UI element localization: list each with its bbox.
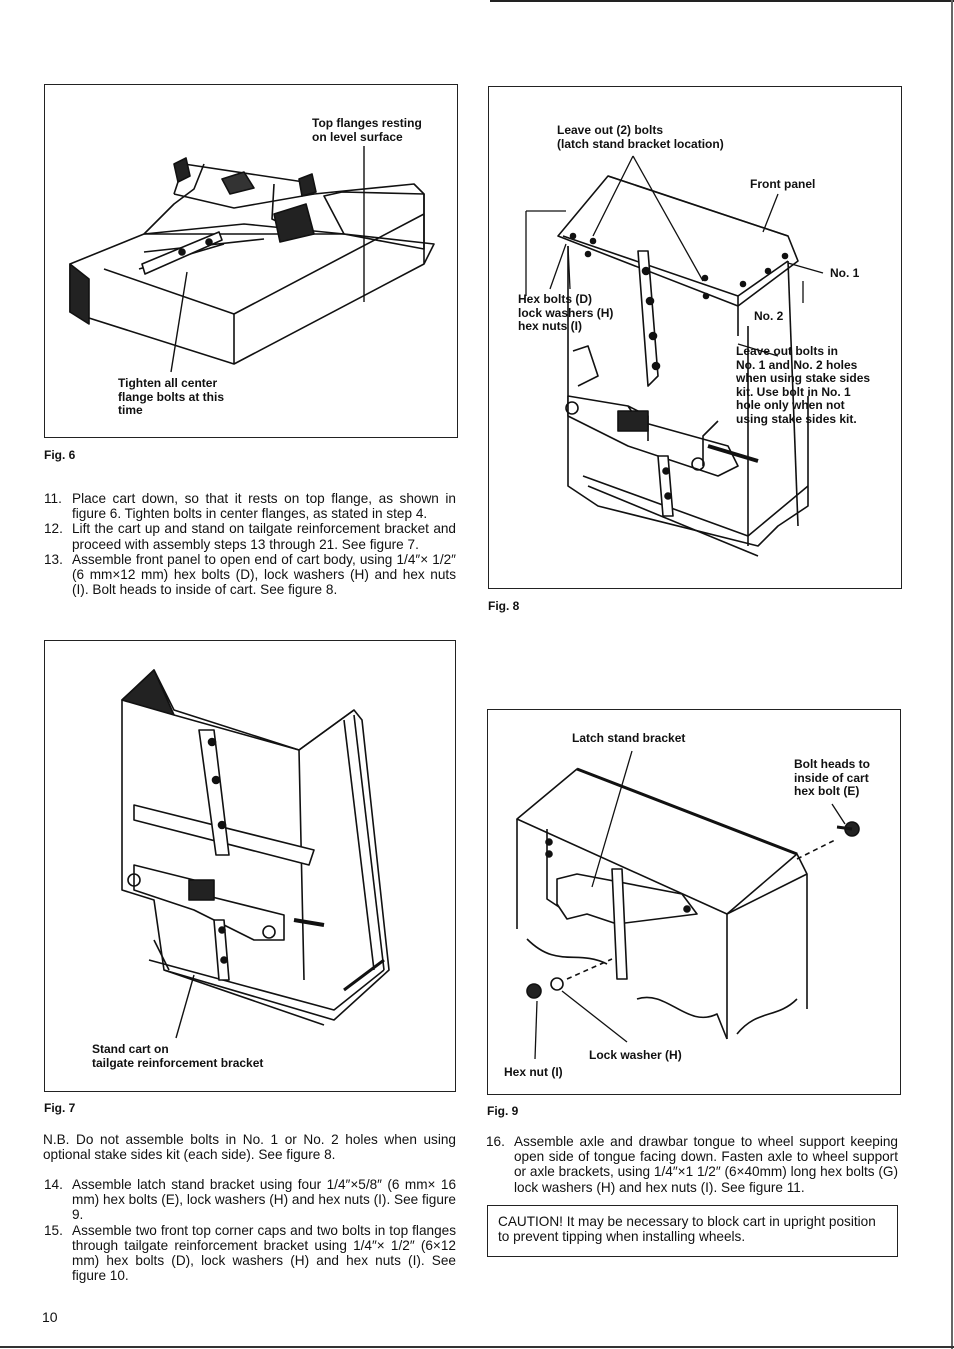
fig9-label-latch-stand: Latch stand bracket (572, 731, 686, 745)
fig6-caption: Fig. 6 (44, 448, 76, 462)
fig8-label-no1: No. 1 (830, 266, 860, 280)
figure-9-frame (487, 709, 901, 1095)
caution-box: CAUTION! It may be necessary to block ca… (487, 1205, 898, 1257)
left-steps-list: 11.Place cart down, so that it rests on … (44, 491, 456, 597)
nb-note: N.B. Do not assemble bolts in No. 1 or N… (43, 1132, 456, 1163)
list-item: 15.Assemble two front top corner caps an… (44, 1222, 456, 1284)
fig6-label-tighten: Tighten all center flange bolts at this … (118, 376, 225, 417)
list-item: 12.Lift the cart up and stand on tailgat… (44, 521, 456, 552)
fig9-caption: Fig. 9 (487, 1104, 519, 1118)
fig9-label-bolt-heads: Bolt heads to inside of cart hex bolt (E… (794, 757, 871, 798)
figure-8-illustration (525, 155, 824, 557)
bottom-rule (0, 1346, 954, 1348)
list-item: 14.Assemble latch stand bracket using fo… (44, 1177, 456, 1223)
figure-7-frame (44, 640, 456, 1092)
right-edge-rule (951, 0, 953, 1349)
fig8-label-leave-out-note: Leave out bolts in No. 1 and No. 2 holes… (736, 344, 871, 426)
right-steps-list: 16.Assemble axle and drawbar tongue to w… (486, 1134, 898, 1195)
fig8-label-leave-out-bolts: Leave out (2) bolts (latch stand bracket… (557, 123, 724, 151)
left-steps-list-2: 14.Assemble latch stand bracket using fo… (44, 1177, 456, 1283)
fig9-label-hex-nut: Hex nut (I) (504, 1065, 563, 1079)
list-item: 16.Assemble axle and drawbar tongue to w… (486, 1134, 898, 1195)
fig8-label-no2: No. 2 (754, 309, 784, 323)
page-number: 10 (42, 1309, 58, 1325)
figure-6-frame (44, 84, 458, 438)
figure-7-illustration (121, 669, 390, 1039)
figure-8-frame (488, 86, 902, 589)
fig8-caption: Fig. 8 (488, 599, 520, 613)
fig8-label-front-panel: Front panel (750, 177, 816, 191)
fig8-label-hex-bolts: Hex bolts (D) lock washers (H) hex nuts … (518, 292, 614, 333)
figure-9-illustration (516, 750, 860, 1060)
fig7-label-stand-cart: Stand cart on tailgate reinforcement bra… (92, 1042, 264, 1070)
list-item: 13.Assemble front panel to open end of c… (44, 551, 456, 598)
fig7-caption: Fig. 7 (44, 1101, 76, 1115)
fig9-label-lock-washer: Lock washer (H) (589, 1048, 682, 1062)
fig6-label-top-flanges: Top flanges resting on level surface (312, 116, 422, 144)
figure-6-illustration (69, 146, 435, 373)
top-rule (490, 0, 954, 2)
list-item: 11.Place cart down, so that it rests on … (44, 491, 456, 522)
